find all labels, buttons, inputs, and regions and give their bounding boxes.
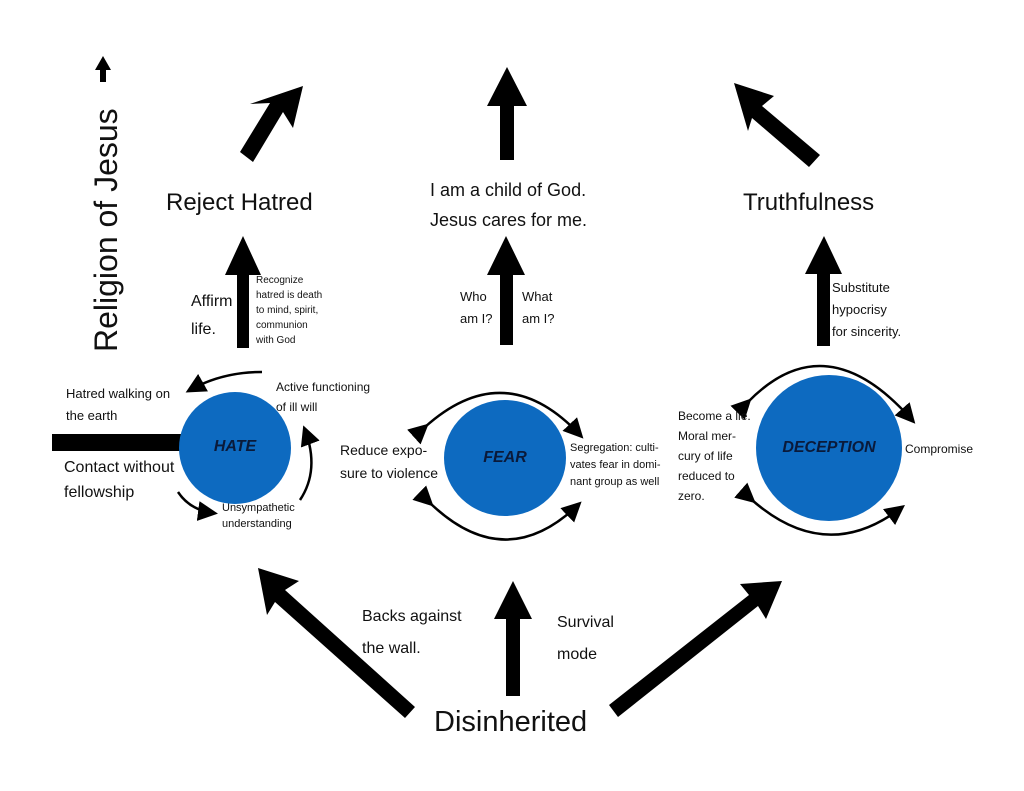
fear-cycle-arrow-bottom — [412, 485, 582, 541]
deception-outcome: Truthfulness — [743, 189, 875, 216]
deception-title: DECEPTION — [782, 439, 876, 456]
hate-cycle-arrow-bottom — [176, 491, 218, 521]
bottom-left-label: Backs against the wall. — [362, 608, 462, 657]
fear-what-label: What am I? — [522, 289, 555, 326]
bottom-left-arrow-icon — [258, 568, 415, 718]
deception-substitute-label: Substitute hypocrisy for sincerity. — [832, 280, 902, 339]
deception-left-label: Become a lie. Moral mer- cury of life re… — [678, 409, 751, 503]
deception-cycle-arrow-bottom — [734, 482, 905, 536]
side-up-arrow-icon — [95, 56, 111, 82]
fear-right-label: Segregation: culti- vates fear in domi- … — [570, 442, 661, 488]
side-label: Religion of Jesus — [88, 108, 124, 352]
top-middle-arrow-icon — [487, 67, 527, 160]
hate-left-bar — [52, 434, 182, 451]
bottom-label: Disinherited — [434, 706, 588, 738]
hate-circle[interactable] — [179, 392, 291, 504]
hate-up-arrow-icon — [225, 236, 261, 348]
fear-cycle-arrow-top — [407, 391, 584, 445]
fear-who-label: Who am I? — [460, 289, 493, 326]
deception-cycle-arrow-top — [730, 364, 916, 424]
deception-right-label: Compromise — [905, 442, 974, 456]
hate-recognize-label: Recognize hatred is death to mind, spiri… — [256, 275, 323, 346]
hate-cycle-bottom-right: Unsympathetic understanding — [222, 502, 295, 530]
fear-title: FEAR — [483, 449, 527, 466]
top-right-arrow-icon — [734, 83, 820, 167]
fear-up-arrow-icon — [487, 236, 525, 345]
hate-outcome: Reject Hatred — [166, 189, 313, 216]
hate-cycle-arrow-right — [298, 425, 320, 501]
bottom-middle-arrow-icon — [494, 581, 532, 696]
top-left-arrow-icon — [240, 86, 303, 162]
hate-cycle-top-right: Active functioning of ill will — [276, 380, 371, 414]
hate-cycle-bottom-left: Contact without fellowship — [64, 459, 175, 501]
bottom-right-label: Survival mode — [557, 614, 614, 663]
hate-affirm-label: Affirm life. — [191, 293, 233, 338]
deception-up-arrow-icon — [805, 236, 842, 346]
hate-cycle-top-left: Hatred walking on the earth — [66, 386, 171, 423]
fear-left-label: Reduce expo- sure to violence — [340, 442, 439, 481]
bottom-right-arrow-icon — [609, 581, 782, 717]
fear-outcome: I am a child of God. Jesus cares for me. — [430, 180, 588, 230]
hate-cycle-arrow-top — [185, 370, 263, 393]
hate-title: HATE — [213, 438, 257, 455]
